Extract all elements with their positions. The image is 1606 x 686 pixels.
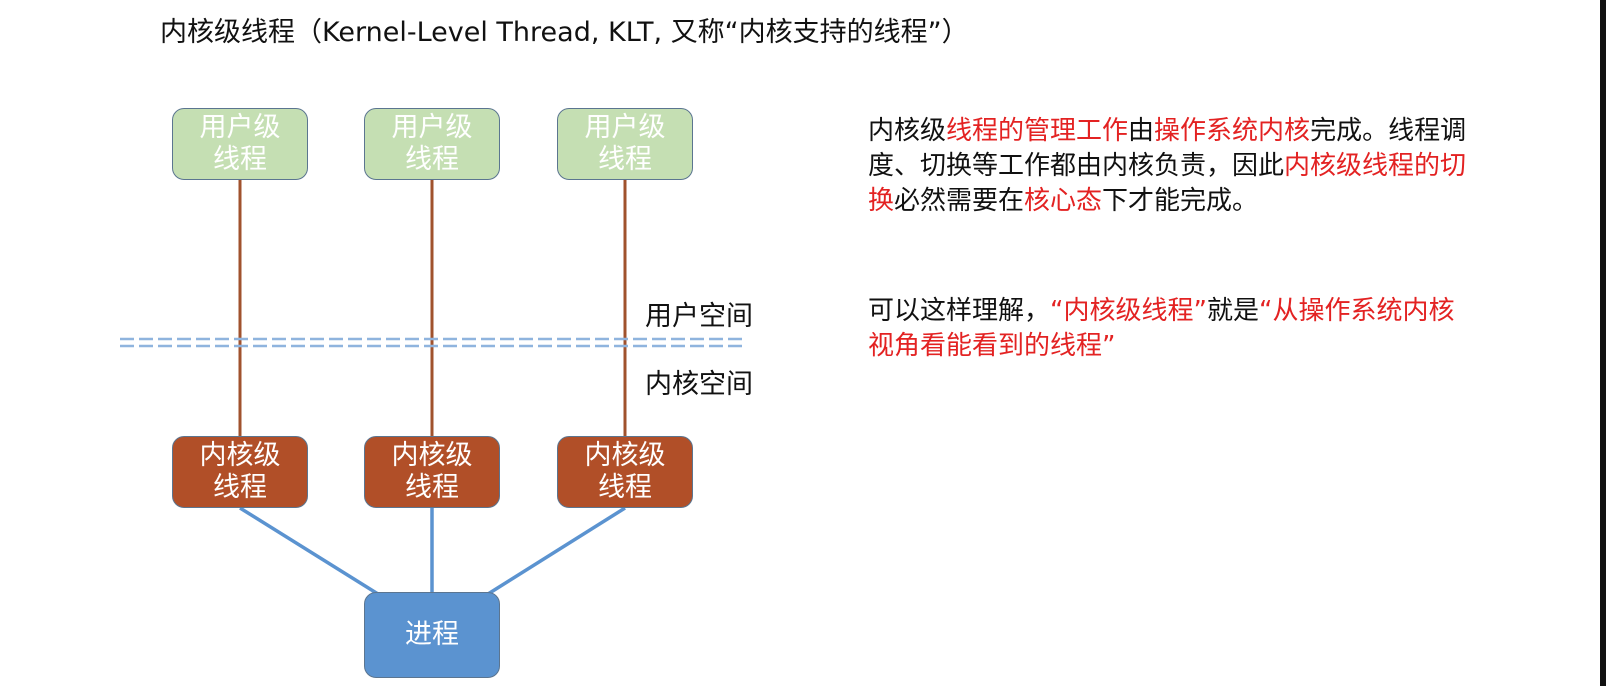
highlight-text: “从操作系统内核视角看能看到的线程” — [868, 296, 1455, 361]
description-paragraph-2: 可以这样理解，“内核级线程”就是“从操作系统内核视角看能看到的线程” — [868, 294, 1468, 364]
kernel-thread-label: 内核级 线程 — [391, 440, 473, 503]
text-segment: 就是 — [1206, 296, 1259, 326]
text-segment: 必然需要在 — [894, 186, 1025, 216]
highlight-text: 核心态 — [1024, 186, 1103, 216]
kernel-space-label: 内核空间 — [645, 369, 753, 400]
highlight-text: 操作系统内核 — [1154, 116, 1311, 146]
highlight-text: 线程的管理工作 — [946, 116, 1129, 146]
process-line-3 — [487, 506, 626, 596]
user-thread-box-1: 用户级 线程 — [172, 108, 308, 180]
page-title: 内核级线程（Kernel-Level Thread, KLT, 又称“内核支持的… — [160, 17, 969, 48]
text-segment: 完成。线程调度、切换等工作都由内核负责，因此 — [868, 116, 1467, 181]
process-box: 进程 — [364, 592, 500, 678]
highlight-text: 内核级线程的切换 — [868, 151, 1467, 216]
kernel-thread-box-2: 内核级 线程 — [364, 436, 500, 508]
user-thread-box-3: 用户级 线程 — [557, 108, 693, 180]
kernel-thread-box-1: 内核级 线程 — [172, 436, 308, 508]
user-thread-label: 用户级 线程 — [199, 112, 281, 175]
scrollbar[interactable] — [1600, 0, 1606, 686]
process-label: 进程 — [405, 619, 459, 650]
user-thread-box-2: 用户级 线程 — [364, 108, 500, 180]
text-segment: 内核级 — [868, 116, 947, 146]
description-paragraph-1: 内核级线程的管理工作由操作系统内核完成。线程调度、切换等工作都由内核负责，因此内… — [868, 114, 1468, 219]
kernel-thread-label: 内核级 线程 — [199, 440, 281, 503]
text-segment: 可以这样理解， — [868, 296, 1051, 326]
kernel-thread-box-3: 内核级 线程 — [557, 436, 693, 508]
user-space-label: 用户空间 — [645, 301, 753, 332]
kernel-thread-label: 内核级 线程 — [584, 440, 666, 503]
text-segment: 由 — [1128, 116, 1155, 146]
user-thread-label: 用户级 线程 — [391, 112, 473, 175]
user-thread-label: 用户级 线程 — [584, 112, 666, 175]
text-segment: 下才能完成。 — [1102, 186, 1259, 216]
highlight-text: “内核级线程” — [1050, 296, 1207, 326]
process-line-1 — [239, 506, 379, 596]
